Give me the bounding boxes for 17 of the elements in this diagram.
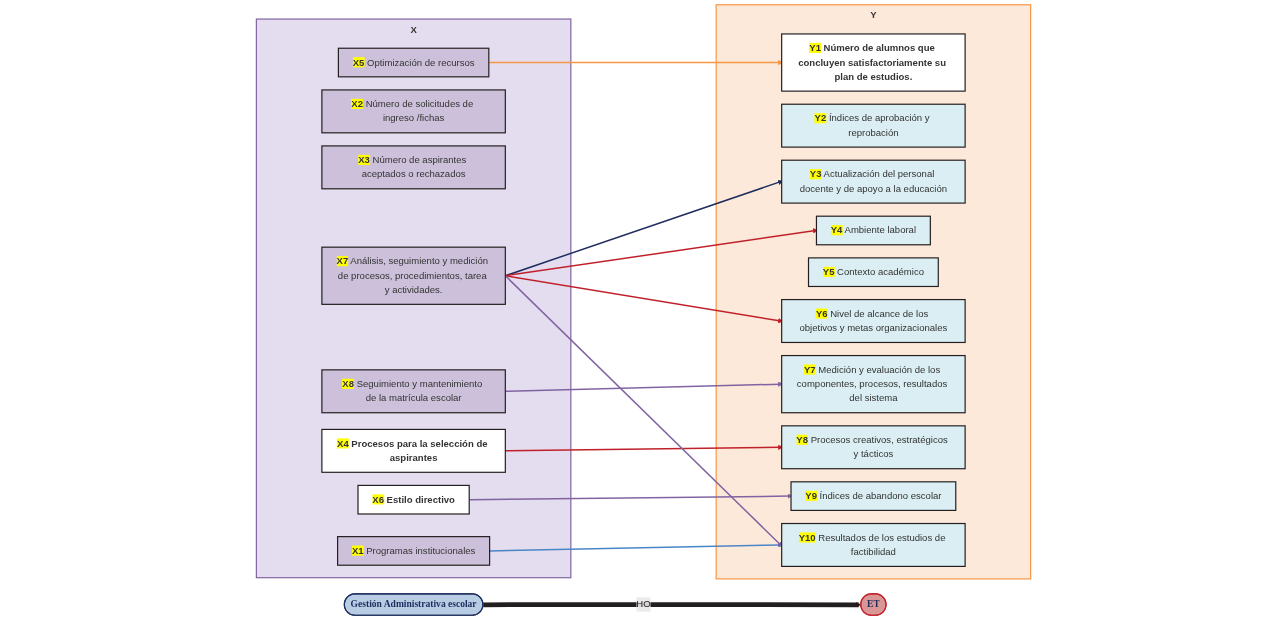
node-box: X2 Número de solicitudes de ingreso /fichas	[321, 89, 506, 134]
node-box: X7 Análisis, seguimiento y medición de procesos, procedimientos, tarea y actividades.	[321, 246, 506, 305]
edge-label: HO	[636, 599, 651, 610]
node-box: X1 Programas institucionales	[337, 536, 491, 566]
node-box: Y10 Resultados de los estudios de factibilidad	[781, 522, 966, 567]
node-box: Y1 Número de alumnos que concluyen satisfactoriamente su plan de estudios.	[781, 33, 966, 92]
node-box: X8 Seguimiento y mantenimiento de la matrícula escolar	[321, 369, 506, 414]
node-box: X4 Procesos para la selección de aspirantes	[321, 428, 506, 473]
node-box: Y4 Ambiente laboral	[815, 215, 931, 246]
node-box: Y7 Medición y evaluación de los componentes, procesos, resultados del sistema	[781, 354, 966, 414]
node-box: Y2 Índices de aprobación y reprobación	[781, 103, 966, 148]
node-box: X5 Optimización de recursos	[337, 47, 490, 78]
node-box: Y6 Nivel de alcance de los objetivos y metas organizacionales	[781, 299, 966, 344]
node-box: Y5 Contexto académico	[807, 257, 939, 288]
node-box: X3 Número de aspirantes aceptados o rechazados	[321, 145, 506, 190]
arrow	[483, 602, 862, 608]
node-box: Y3 Actualización del personal docente y de apoyo a la educación	[781, 159, 966, 204]
